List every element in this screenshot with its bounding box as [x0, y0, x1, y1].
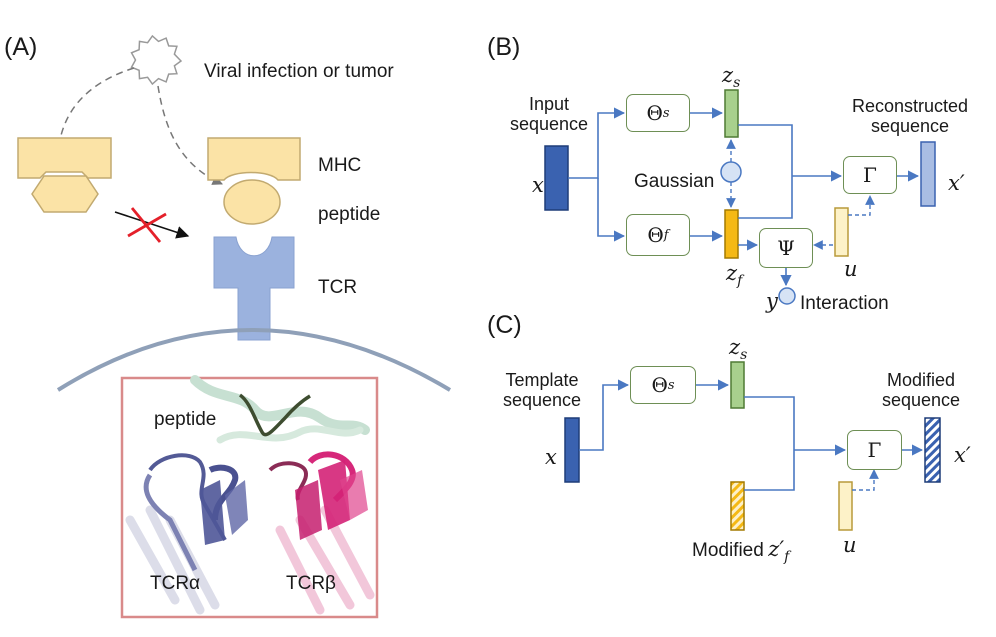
gamma-decoder-c: Γ	[847, 430, 902, 470]
panel-b-graphics	[544, 89, 936, 305]
tcr-receptor	[213, 236, 295, 341]
panel-label-a: (A)	[4, 33, 38, 61]
block-cross-2	[127, 212, 167, 238]
virus-label: Viral infection or tumor	[204, 61, 394, 82]
input-sequence-label: Input sequence	[510, 94, 589, 135]
cell-membrane	[56, 328, 452, 392]
bar-x-prime-c	[924, 417, 941, 483]
template-sequence-label: Template sequence	[503, 370, 582, 411]
var-x-b: x	[532, 173, 544, 197]
bar-z-f-modified-c	[730, 481, 745, 531]
var-z-f-b: zf	[726, 261, 743, 290]
panel-c-graphics	[564, 361, 941, 531]
panel-a-graphics	[17, 34, 452, 619]
panel-label-c: (C)	[487, 311, 522, 339]
inset-structure	[125, 375, 375, 615]
peptide-label: peptide	[318, 204, 381, 225]
var-x-c: x	[545, 445, 557, 469]
panel-label-b: (B)	[487, 33, 521, 61]
mhc-label: MHC	[318, 155, 362, 176]
bar-z-s-b	[724, 89, 739, 138]
bar-u-c	[838, 481, 853, 531]
var-x-prime-b: x′	[948, 171, 965, 195]
var-x-prime-c: x′	[954, 443, 971, 467]
mhc-left	[17, 137, 112, 179]
peptide-circle	[223, 179, 281, 225]
bar-z-f-b	[724, 209, 739, 259]
var-y-b: y	[766, 289, 778, 313]
reconstructed-sequence-label: Reconstructed sequence	[852, 96, 969, 137]
tcr-label: TCR	[318, 277, 358, 298]
tcr-alpha-label: TCRα	[150, 573, 201, 594]
peptide-hexagon	[31, 175, 99, 213]
var-u-b: u	[844, 257, 858, 281]
interaction-label: Interaction	[800, 293, 889, 314]
bar-x-input-b	[544, 145, 569, 211]
gaussian-label: Gaussian	[634, 171, 715, 192]
interaction-node	[778, 287, 796, 305]
modified-sequence-label: Modified sequence	[882, 370, 961, 411]
tcr-beta-label: TCRβ	[286, 573, 336, 594]
var-z-s-b: zs	[722, 63, 741, 92]
bar-x-prime-b	[920, 141, 936, 207]
psi-predictor-b: Ψ	[759, 228, 813, 268]
mhc-right	[207, 137, 301, 181]
modified-zf-label: Modified z′f	[692, 537, 790, 566]
bar-z-s-c	[730, 361, 745, 409]
var-z-s-c: zs	[729, 335, 748, 364]
gamma-decoder-b: Γ	[843, 156, 897, 194]
bar-x-input-c	[564, 417, 580, 483]
bar-u-b	[834, 207, 849, 257]
gaussian-node	[720, 161, 742, 183]
inset-peptide-label: peptide	[154, 409, 217, 430]
var-u-c: u	[843, 533, 857, 557]
virus-icon	[130, 34, 183, 86]
